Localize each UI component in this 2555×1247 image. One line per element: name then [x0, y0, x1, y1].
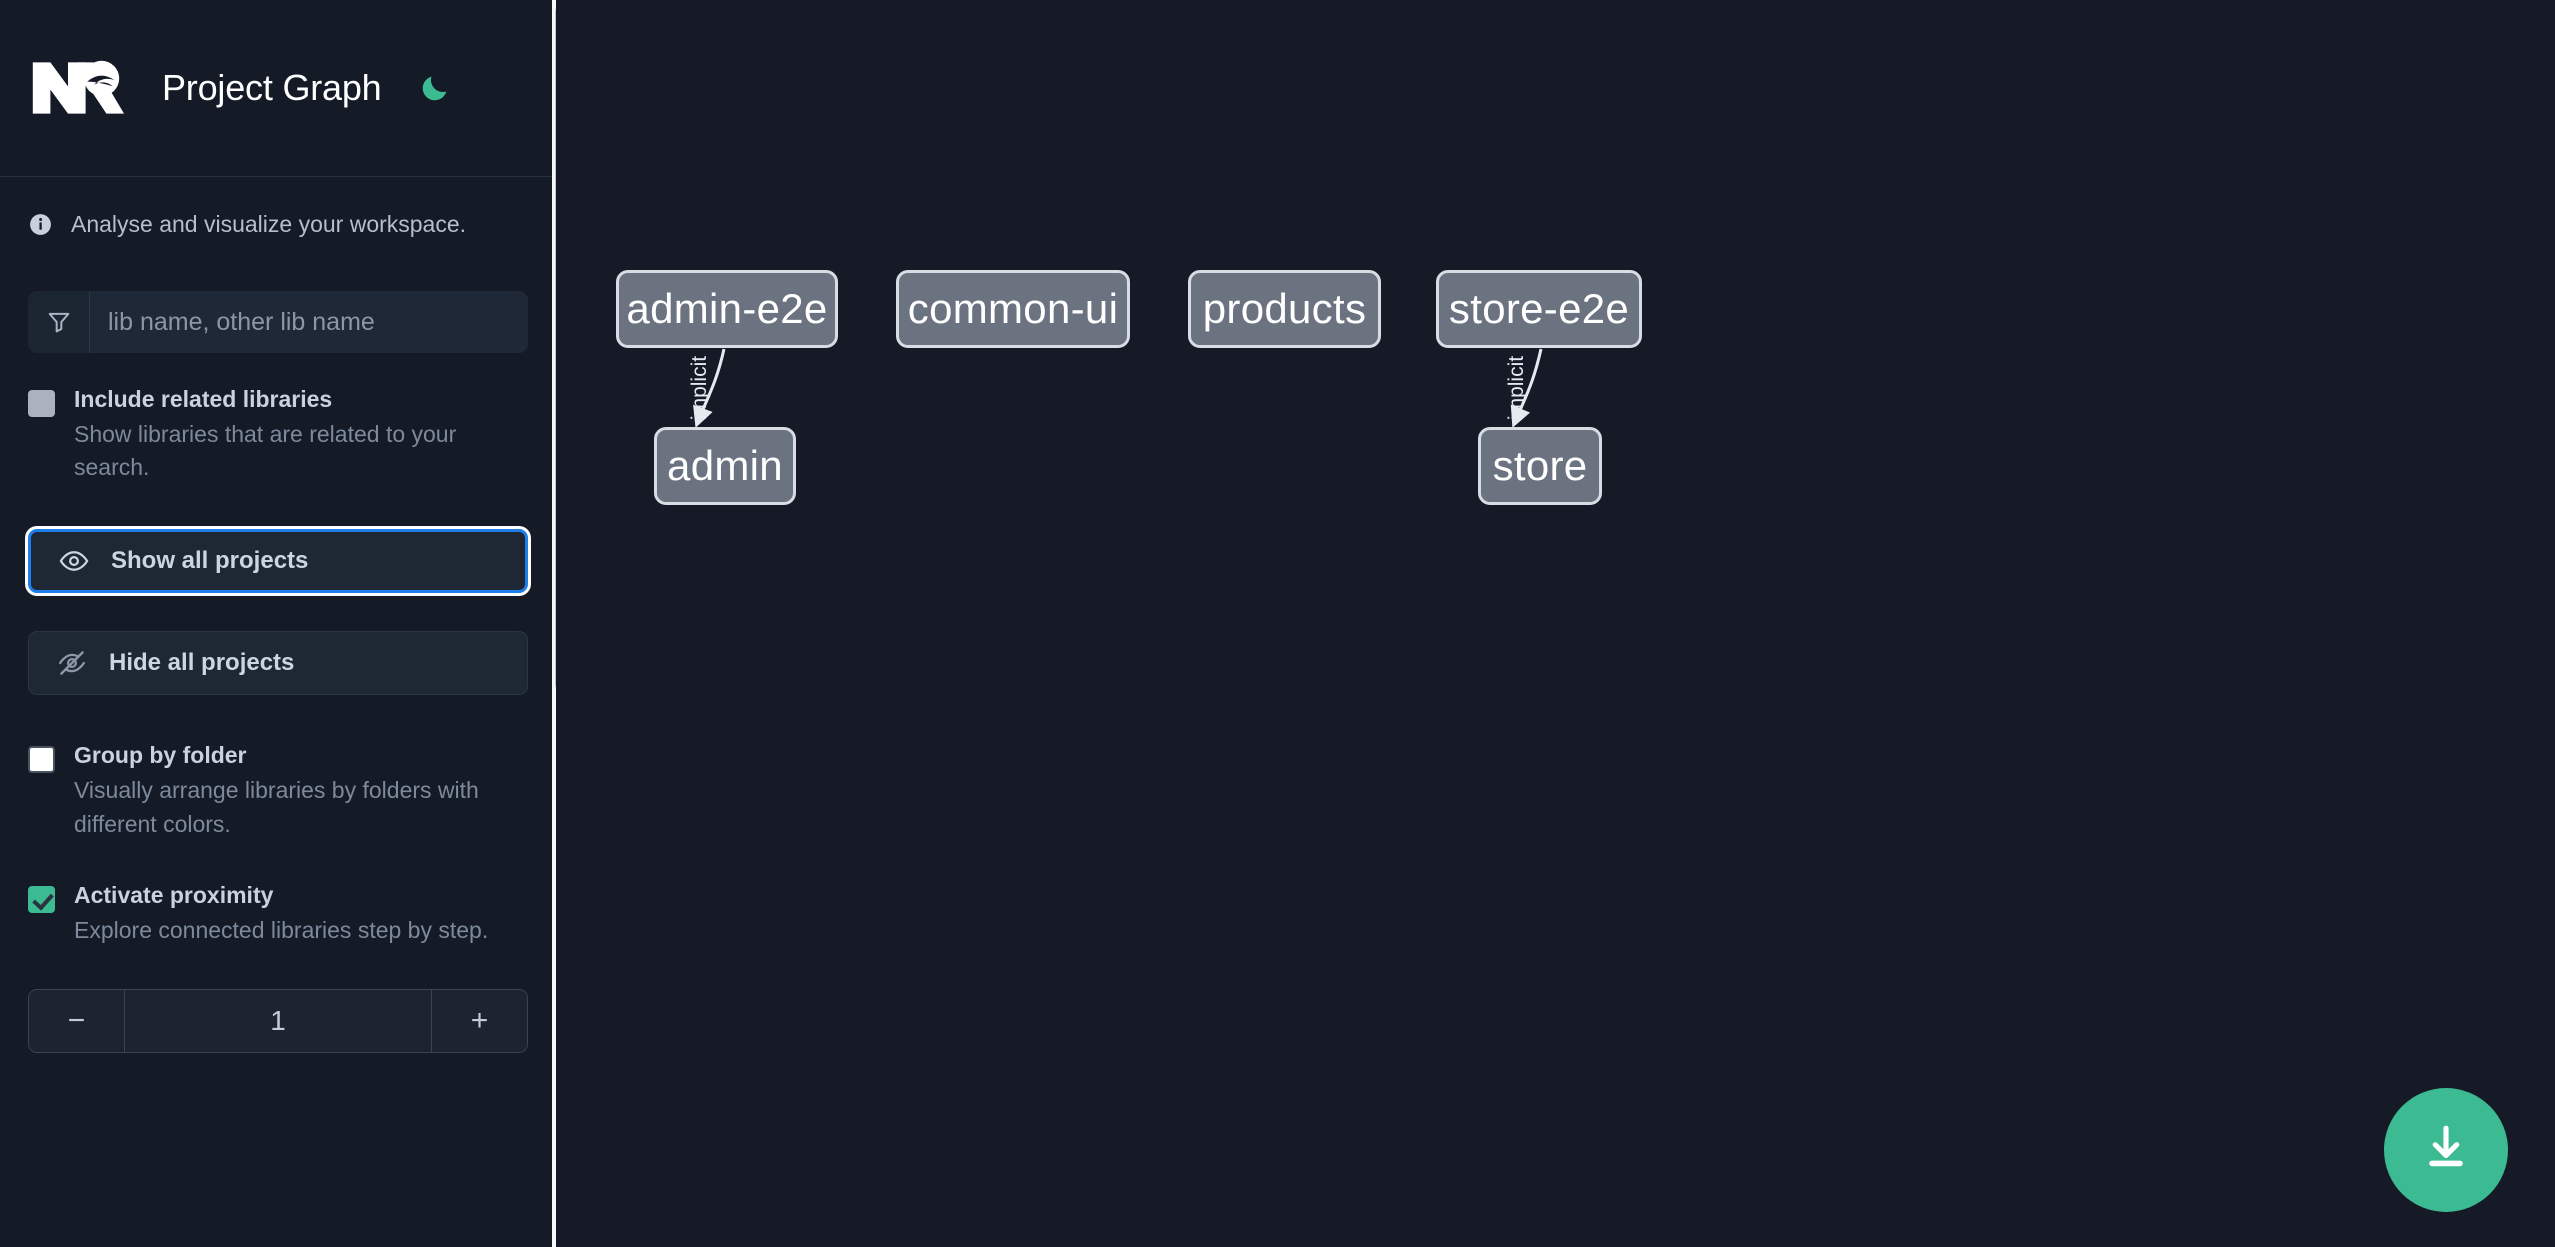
eye-icon [59, 546, 89, 576]
edge-admin-e2e-to-admin [693, 348, 726, 428]
sidebar-scrollbar-thumb[interactable] [555, 6, 556, 690]
option-title: Group by folder [74, 742, 247, 769]
proximity-increment-button[interactable]: + [431, 989, 527, 1052]
edge-label-implicit: implicit [1505, 356, 1528, 420]
sidebar-scrollbar-track[interactable] [552, 0, 556, 1247]
graph-node-store-e2e[interactable]: store-e2e [1436, 270, 1642, 348]
graph-node-products[interactable]: products [1188, 270, 1381, 348]
graph-edges-layer: implicit implicit [688, 348, 1543, 428]
page-title: Project Graph [162, 67, 382, 108]
search-input[interactable] [90, 291, 528, 353]
activate-proximity-checkbox[interactable] [28, 885, 55, 913]
graph-node-store[interactable]: store [1478, 427, 1602, 505]
graph-node-common-ui[interactable]: common-ui [896, 270, 1130, 348]
show-all-projects-label: Show all projects [111, 547, 309, 575]
proximity-decrement-button[interactable]: − [29, 989, 125, 1052]
option-include-related-libraries[interactable]: Include related libraries Show libraries… [0, 353, 556, 484]
option-description: Visually arrange libraries by folders wi… [74, 777, 479, 837]
info-circle-icon [28, 212, 53, 237]
sidebar-header: Project Graph [0, 0, 556, 177]
eye-off-icon [57, 648, 87, 678]
include-related-libraries-checkbox[interactable] [28, 390, 55, 417]
option-texts: Include related libraries Show libraries… [74, 385, 504, 484]
download-graph-button[interactable] [2384, 1088, 2508, 1212]
option-title: Activate proximity [74, 881, 274, 908]
hide-all-projects-label: Hide all projects [109, 649, 295, 677]
workspace-info-text: Analyse and visualize your workspace. [71, 211, 467, 237]
option-texts: Activate proximity Explore connected lib… [74, 881, 488, 947]
filter-bar [28, 291, 528, 353]
proximity-stepper: − 1 + [28, 988, 528, 1053]
edge-store-e2e-to-store [1510, 348, 1543, 428]
nx-logo-icon [28, 56, 124, 120]
download-icon [2418, 1120, 2474, 1181]
group-by-folder-checkbox[interactable] [28, 746, 55, 774]
graph-canvas[interactable]: implicit implicit admin-e2e common-ui pr… [556, 0, 2555, 1247]
proximity-value: 1 [125, 989, 431, 1052]
button-spacer [28, 593, 528, 631]
option-activate-proximity[interactable]: Activate proximity Explore connected lib… [0, 841, 556, 947]
funnel-filter-icon [28, 291, 90, 353]
workspace-info: Analyse and visualize your workspace. [0, 177, 556, 238]
option-description: Show libraries that are related to your … [74, 420, 457, 481]
moon-icon[interactable] [416, 69, 454, 107]
edge-label-implicit: implicit [688, 356, 711, 420]
option-group-by-folder[interactable]: Group by folder Visually arrange librari… [0, 695, 556, 840]
show-all-projects-button[interactable]: Show all projects [28, 529, 528, 594]
visibility-buttons: Show all projects Hide all projects [28, 529, 528, 696]
sidebar: Project Graph Analyse and visualize your… [0, 0, 556, 1247]
graph-node-admin-e2e[interactable]: admin-e2e [616, 270, 838, 348]
option-title: Include related libraries [74, 386, 333, 412]
graph-node-admin[interactable]: admin [654, 427, 796, 505]
hide-all-projects-button[interactable]: Hide all projects [28, 631, 528, 696]
option-description: Explore connected libraries step by step… [74, 916, 489, 943]
option-texts: Group by folder Visually arrange librari… [74, 741, 504, 840]
